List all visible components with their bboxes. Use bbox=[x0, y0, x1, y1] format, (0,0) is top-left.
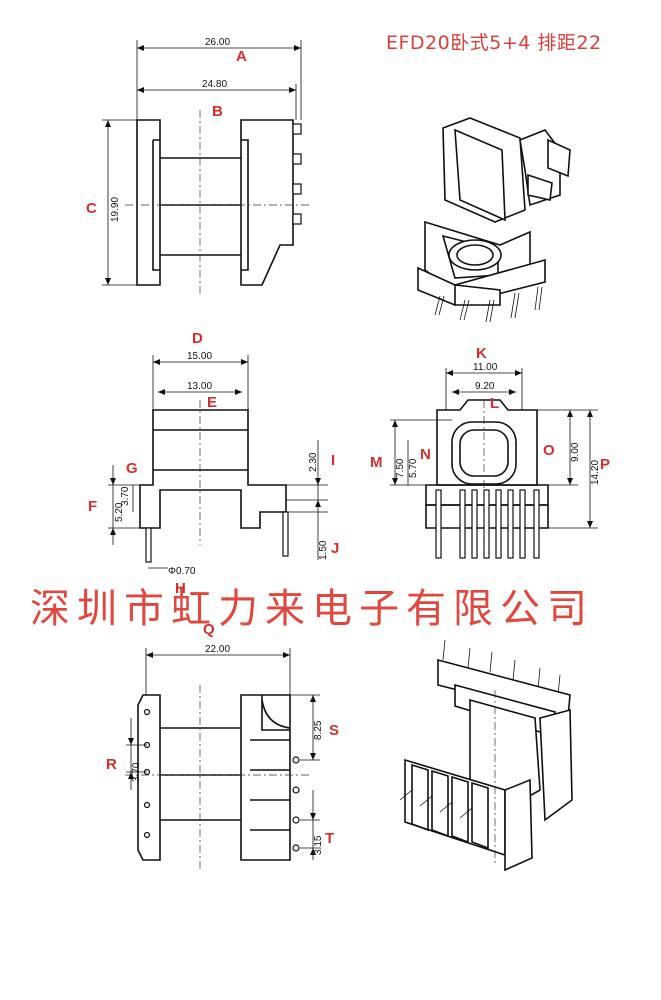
label-b: B bbox=[212, 103, 223, 120]
view-iso-2 bbox=[399, 639, 573, 872]
dim-t-value: 3.15 bbox=[313, 835, 324, 855]
dim-d-value: 15.00 bbox=[187, 351, 212, 362]
label-h: H bbox=[175, 580, 186, 597]
dim-l-value: 9.20 bbox=[475, 381, 495, 392]
drawing-title: EFD20卧式5+4 排距22 bbox=[386, 32, 602, 54]
label-j: J bbox=[331, 540, 340, 557]
company-name: 深圳市虹力来电子有限公司 bbox=[30, 586, 594, 632]
label-p: P bbox=[600, 456, 611, 473]
dim-s-value: 8.25 bbox=[313, 720, 324, 740]
label-c: C bbox=[86, 200, 97, 217]
dim-h-value: Φ0.70 bbox=[168, 566, 196, 577]
view-bottom: 22.00 3.70 8.25 3.15 bbox=[125, 644, 324, 870]
dim-n-value: 5.70 bbox=[408, 458, 419, 478]
dim-k-value: 11.00 bbox=[473, 362, 498, 373]
label-n: N bbox=[420, 446, 431, 463]
dim-c-value: 19.90 bbox=[110, 197, 121, 222]
label-q: Q bbox=[203, 621, 215, 638]
dim-p-value: 14.20 bbox=[590, 460, 601, 485]
label-t: T bbox=[325, 830, 335, 847]
label-g: G bbox=[126, 460, 138, 477]
view-front: 15.00 13.00 5.20 3.70 2.30 1.50 Φ0.70 bbox=[108, 351, 329, 577]
label-d: D bbox=[192, 330, 203, 347]
dim-r-value: 3.70 bbox=[131, 762, 142, 782]
dim-b-value: 24.80 bbox=[202, 79, 227, 90]
label-i: I bbox=[331, 452, 336, 469]
label-f: F bbox=[88, 498, 98, 515]
dim-i-value: 2.30 bbox=[308, 452, 319, 472]
label-a: A bbox=[236, 48, 247, 65]
label-e: E bbox=[207, 394, 218, 411]
dim-a-value: 26.00 bbox=[205, 37, 230, 48]
dim-j-value: 1.50 bbox=[318, 540, 329, 560]
label-o: O bbox=[543, 442, 555, 459]
view-top: 26.00 24.80 19.90 bbox=[102, 37, 310, 295]
view-side: 11.00 9.20 7.50 5.70 bbox=[390, 362, 601, 560]
dim-m-value: 7.50 bbox=[395, 458, 406, 478]
dim-q-value: 22.00 bbox=[205, 644, 230, 655]
label-s: S bbox=[329, 722, 340, 739]
dim-g-value: 3.70 bbox=[120, 486, 131, 506]
label-m: M bbox=[370, 454, 383, 471]
dim-o-value: 9.00 bbox=[570, 442, 581, 462]
dim-e-value: 13.00 bbox=[187, 381, 212, 392]
label-k: K bbox=[476, 345, 487, 362]
label-l: L bbox=[490, 395, 500, 412]
label-r: R bbox=[106, 756, 117, 773]
view-iso-1 bbox=[417, 117, 571, 323]
dim-f-value: 5.20 bbox=[114, 502, 125, 522]
